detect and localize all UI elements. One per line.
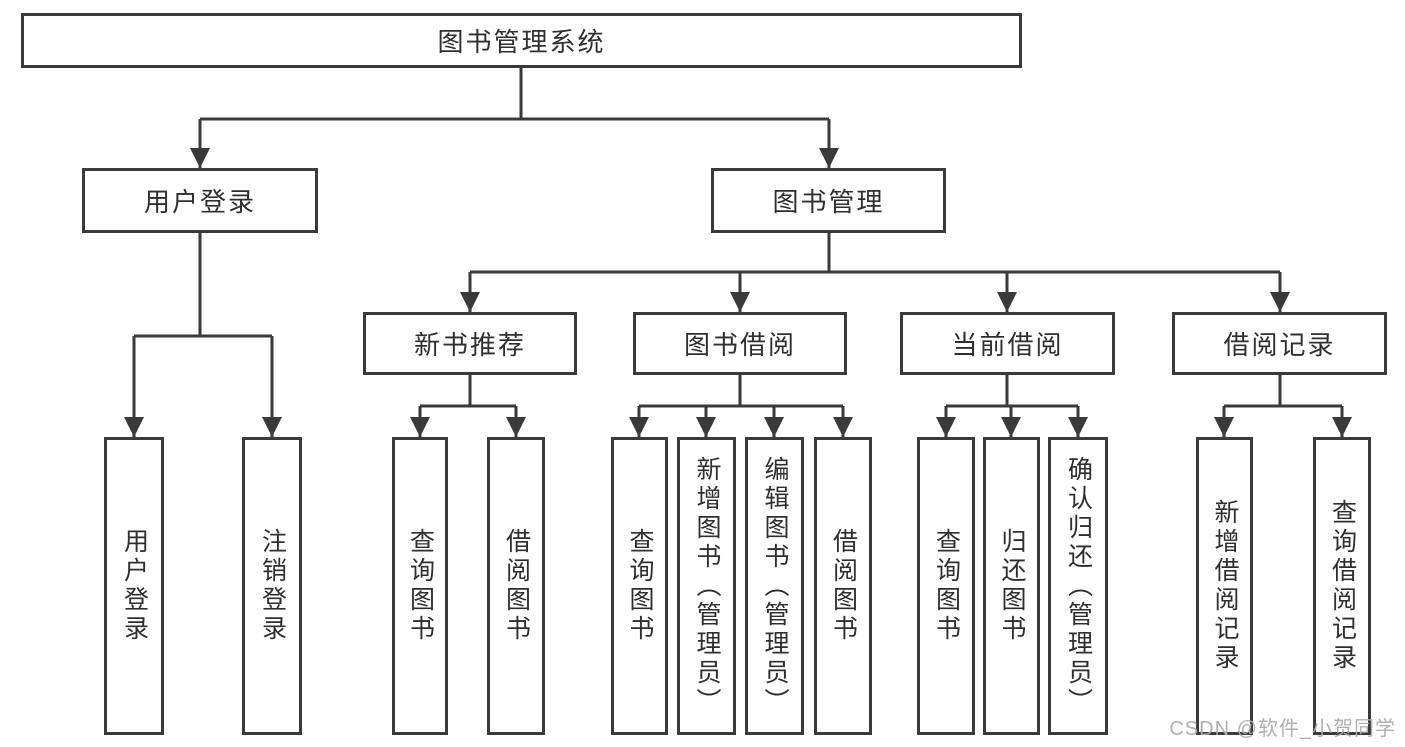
node-book-borrowing: 图书借阅 (633, 312, 847, 375)
node-root: 图书管理系统 (21, 13, 1022, 68)
node-leaf-current-return-books: 归还图书 (983, 437, 1040, 735)
node-leaf-user-login-label: 用户登录 (120, 528, 149, 644)
node-leaf-borrowing-edit-books: 编辑图书（管理员） (745, 437, 804, 735)
node-borrowing-records-label: 借阅记录 (1223, 330, 1336, 360)
node-user-login: 用户登录 (82, 168, 318, 233)
node-root-label: 图书管理系统 (437, 27, 606, 57)
node-leaf-records-query-record: 查询借阅记录 (1313, 437, 1371, 735)
node-leaf-borrowing-query-books: 查询图书 (611, 437, 668, 735)
edges-book-borrowing (629, 375, 853, 437)
node-leaf-current-query-books: 查询图书 (917, 437, 975, 735)
node-book-management-label: 图书管理 (772, 187, 885, 217)
edges-root (190, 68, 839, 168)
node-leaf-logout-label: 注销登录 (258, 528, 287, 644)
node-leaf-recommend-query-books: 查询图书 (392, 437, 448, 735)
node-leaf-records-add-record: 新增借阅记录 (1196, 437, 1253, 735)
csdn-watermark: CSDN @软件_小贺同学 (1169, 718, 1396, 740)
node-current-borrowing: 当前借阅 (900, 312, 1115, 375)
node-leaf-logout: 注销登录 (242, 437, 302, 735)
node-new-book-recommend: 新书推荐 (363, 312, 577, 375)
node-leaf-recommend-borrow-books: 借阅图书 (487, 437, 545, 735)
node-book-borrowing-label: 图书借阅 (683, 330, 796, 360)
node-leaf-current-confirm-return-label: 确认归还（管理员） (1064, 455, 1093, 717)
node-user-login-label: 用户登录 (143, 187, 256, 217)
node-leaf-records-query-record-label: 查询借阅记录 (1328, 499, 1357, 673)
edges-borrowing-records (1214, 375, 1352, 437)
node-leaf-current-query-books-label: 查询图书 (932, 528, 961, 644)
edges-current-borrowing (936, 375, 1088, 437)
node-leaf-borrowing-borrow-books-label: 借阅图书 (829, 528, 858, 644)
node-leaf-recommend-borrow-books-label: 借阅图书 (502, 528, 531, 644)
edges-user-login (124, 233, 282, 437)
node-current-borrowing-label: 当前借阅 (951, 330, 1064, 360)
node-new-book-recommend-label: 新书推荐 (413, 330, 526, 360)
node-leaf-borrowing-query-books-label: 查询图书 (626, 528, 654, 644)
node-leaf-current-return-books-label: 归还图书 (998, 528, 1026, 644)
edges-new-book-recommend (410, 375, 526, 437)
node-leaf-current-confirm-return: 确认归还（管理员） (1048, 437, 1108, 735)
node-leaf-recommend-query-books-label: 查询图书 (406, 528, 435, 644)
edges-book-management (460, 233, 1290, 312)
node-book-management: 图书管理 (711, 168, 946, 233)
node-leaf-borrowing-borrow-books: 借阅图书 (814, 437, 872, 735)
node-leaf-borrowing-add-books-label: 新增图书（管理员） (693, 455, 721, 717)
node-leaf-borrowing-edit-books-label: 编辑图书（管理员） (761, 455, 789, 717)
node-borrowing-records: 借阅记录 (1172, 312, 1387, 375)
node-leaf-user-login: 用户登录 (104, 437, 164, 735)
node-leaf-records-add-record-label: 新增借阅记录 (1211, 499, 1239, 673)
node-leaf-borrowing-add-books: 新增图书（管理员） (677, 437, 736, 735)
